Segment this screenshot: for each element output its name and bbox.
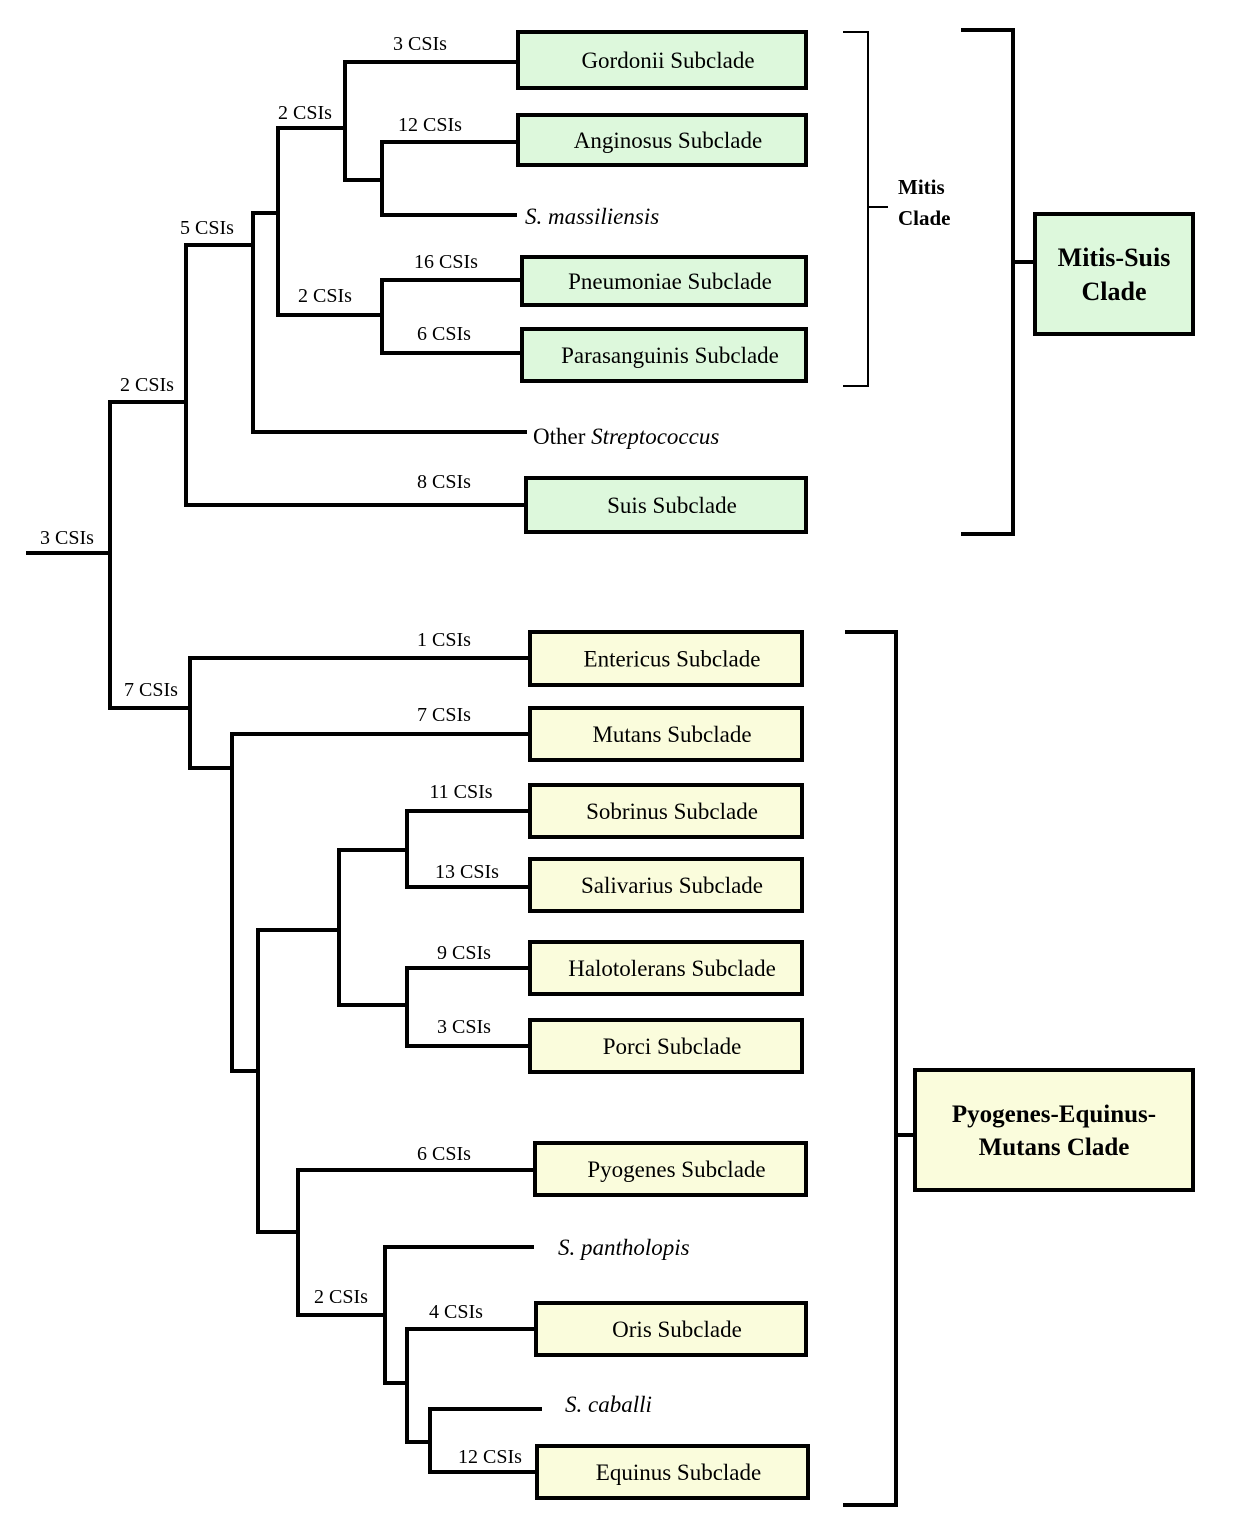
csi-count-entericus: 1 CSIs (417, 629, 471, 651)
node-csi-root: 3 CSIs (40, 527, 94, 549)
subclade-box-oris (534, 1301, 808, 1357)
csi-count-parasanguinis: 6 CSIs (417, 323, 471, 345)
node-csi-gordonii-anginosus: 2 CSIs (278, 102, 332, 124)
csi-count-salivarius: 13 CSIs (435, 861, 499, 883)
subclade-box-sobrinus (528, 783, 804, 839)
taxon-label-pantholopis: S. pantholopis (558, 1235, 690, 1260)
mitis-clade-label-line1: Mitis (898, 175, 945, 199)
node-csi-pneumoniae-parasanguinis: 2 CSIs (298, 285, 352, 307)
csi-count-suis: 8 CSIs (417, 471, 471, 493)
pyogenes-clade-bracket (843, 630, 914, 1507)
subclade-label-sobrinus: Sobrinus Subclade (586, 799, 758, 824)
subclade-box-mutans (528, 706, 804, 762)
mitis-clade-label-line2: Clade (898, 206, 951, 230)
csi-labels: 3 CSIs 12 CSIs 16 CSIs 6 CSIs 8 CSIs 1 CSIs 7 … (40, 33, 522, 1468)
node-csi-equinus-oris: 2 CSIs (314, 1286, 368, 1308)
csi-count-oris: 4 CSIs (429, 1301, 483, 1323)
subclade-box-halotolerans (528, 940, 804, 996)
subclade-label-suis: Suis Subclade (607, 493, 737, 518)
subclade-label-porci: Porci Subclade (603, 1034, 742, 1059)
subclade-box-porci (528, 1018, 804, 1074)
taxon-label-other_strep: Other Streptococcus (533, 424, 719, 449)
pyogenes-clade-label-line2: Mutans Clade (979, 1134, 1130, 1161)
subclade-label-mutans: Mutans Subclade (592, 722, 751, 747)
node-csi-pyogenes-group: 7 CSIs (124, 679, 178, 701)
mitis-suis-clade-label-line1: Mitis-Suis (1058, 243, 1171, 272)
csi-count-mutans: 7 CSIs (417, 704, 471, 726)
mitis-suis-clade-label-line2: Clade (1082, 277, 1147, 306)
subclade-label-pneumoniae: Pneumoniae Subclade (568, 269, 772, 294)
subclade-box-entericus (528, 630, 804, 687)
subclade-label-equinus: Equinus Subclade (596, 1460, 761, 1485)
subclade-box-pyogenes (533, 1141, 808, 1197)
mitis-suis-clade-bracket (961, 28, 1035, 536)
subclade-box-parasanguinis (520, 327, 808, 383)
subclade-box-suis (524, 476, 808, 534)
csi-count-pyogenes: 6 CSIs (417, 1143, 471, 1165)
subclade-label-gordonii: Gordonii Subclade (581, 48, 754, 73)
csi-count-anginosus: 12 CSIs (398, 114, 462, 136)
csi-count-pneumoniae: 16 CSIs (414, 251, 478, 273)
mitis-clade-bracket (843, 31, 888, 387)
tree-branches (26, 60, 542, 1474)
pyogenes-clade-label-line1: Pyogenes-Equinus- (952, 1101, 1156, 1128)
csi-count-porci: 3 CSIs (437, 1016, 491, 1038)
subclade-box-equinus (535, 1444, 810, 1500)
csi-count-gordonii: 3 CSIs (393, 33, 447, 55)
mitis-suis-clade-box (1033, 212, 1195, 336)
subclade-box-salivarius (528, 857, 804, 913)
subclade-label-parasanguinis: Parasanguinis Subclade (561, 343, 779, 368)
subclade-label-salivarius: Salivarius Subclade (581, 873, 763, 898)
csi-count-equinus: 12 CSIs (458, 1446, 522, 1468)
taxon-label-massiliensis: S. massiliensis (525, 204, 659, 229)
subclade-box-pneumoniae (520, 255, 808, 307)
subclade-label-pyogenes: Pyogenes Subclade (587, 1157, 765, 1182)
node-csi-mitis-plus-other: 5 CSIs (180, 217, 234, 239)
subclade-box-anginosus (516, 113, 808, 167)
subclade-label-halotolerans: Halotolerans Subclade (568, 956, 776, 981)
subclade-label-entericus: Entericus Subclade (584, 647, 761, 672)
csi-count-halotolerans: 9 CSIs (437, 942, 491, 964)
pyogenes-clade-box (913, 1068, 1195, 1192)
subclade-label-oris: Oris Subclade (612, 1317, 742, 1342)
csi-count-sobrinus: 11 CSIs (429, 781, 492, 803)
node-csi-mitis-suis-split: 2 CSIs (120, 374, 174, 396)
taxon-label-caballi: S. caballi (565, 1392, 652, 1417)
subclade-box-gordonii (516, 30, 808, 90)
subclade-label-anginosus: Anginosus Subclade (574, 128, 762, 153)
